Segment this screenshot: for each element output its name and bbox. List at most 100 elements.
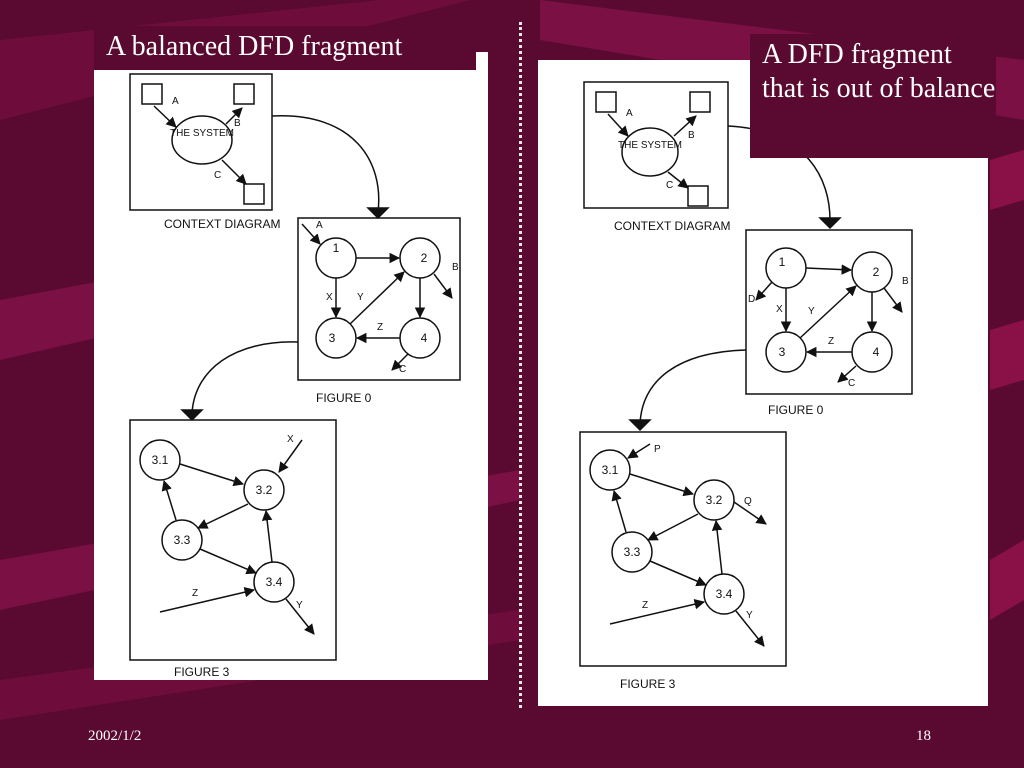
flow-arrow xyxy=(153,105,177,128)
flow-label: C xyxy=(666,180,673,191)
flow-label: Y xyxy=(808,306,815,317)
flow-arrow xyxy=(391,353,409,371)
process-number: 2 xyxy=(421,251,428,265)
process-number: 3.2 xyxy=(256,483,273,497)
flow-arrow xyxy=(278,439,303,473)
process-circle xyxy=(253,561,295,603)
expand-arrowhead xyxy=(180,409,204,422)
system-process-label: THE SYSTEM xyxy=(618,140,682,151)
left-dfd-diagram: THE SYSTEM A B C CONTEXT DIAGRAM 1 2 3 4… xyxy=(129,73,461,679)
flow-label: D xyxy=(748,294,755,305)
process-number: 3.4 xyxy=(716,587,733,601)
flow-label: Z xyxy=(377,322,383,333)
flow-arrow xyxy=(883,287,903,313)
flow-arrow xyxy=(647,513,699,541)
external-entity xyxy=(243,183,265,205)
flow-arrow xyxy=(673,115,697,137)
expand-connector xyxy=(271,115,380,213)
flow-arrow xyxy=(607,113,629,137)
flow-label: A xyxy=(626,108,633,119)
right-diagram-panel: THE SYSTEM A B C CONTEXT DIAGRAM 1 2 3 4… xyxy=(538,60,988,706)
context-frame xyxy=(583,81,729,209)
process-number: 1 xyxy=(779,255,786,269)
figure3-frame xyxy=(579,431,787,667)
flow-arrow xyxy=(609,599,706,625)
process-number: 3 xyxy=(779,345,786,359)
process-number: 3.1 xyxy=(152,453,169,467)
right-title: A DFD fragment that is out of balance xyxy=(762,39,996,104)
flow-label: Z xyxy=(642,600,648,611)
flow-arrow xyxy=(799,285,857,339)
flow-label: Z xyxy=(828,336,834,347)
process-number: 3.3 xyxy=(624,545,641,559)
process-circle xyxy=(589,449,631,491)
process-circle xyxy=(139,439,181,481)
flow-label: Y xyxy=(357,292,364,303)
flow-arrow xyxy=(179,463,245,487)
flow-label: X xyxy=(326,292,333,303)
flow-arrow xyxy=(159,587,256,613)
process-number: 3.1 xyxy=(602,463,619,477)
flow-label: A xyxy=(172,96,179,107)
panel-divider xyxy=(519,22,522,708)
flow-label: X xyxy=(287,434,294,445)
flow-arrow xyxy=(735,610,765,647)
process-number: 3.3 xyxy=(174,533,191,547)
flow-arrow xyxy=(197,503,249,529)
flow-arrow xyxy=(649,560,707,587)
flow-label: Y xyxy=(296,600,303,611)
external-entity xyxy=(687,185,709,207)
flow-arrow xyxy=(667,171,689,189)
process-number: 3.2 xyxy=(706,493,723,507)
footer-date: 2002/1/2 xyxy=(88,728,142,744)
external-entity xyxy=(141,83,163,105)
flow-label: Q xyxy=(744,496,752,507)
process-number: 1 xyxy=(333,241,340,255)
flow-arrow xyxy=(805,264,853,275)
external-entity xyxy=(233,83,255,105)
footer-page-number: 18 xyxy=(916,728,931,744)
flow-arrow xyxy=(161,479,177,521)
process-circle xyxy=(703,573,745,615)
left-diagram-panel: THE SYSTEM A B C CONTEXT DIAGRAM 1 2 3 4… xyxy=(94,52,488,680)
flow-arrow xyxy=(433,273,453,299)
flow-arrow xyxy=(611,489,627,533)
figure0-frame xyxy=(297,217,461,381)
system-process xyxy=(171,115,233,165)
system-process xyxy=(621,127,679,177)
flow-label: X xyxy=(776,304,783,315)
flow-arrow xyxy=(301,223,321,245)
context-caption: CONTEXT DIAGRAM xyxy=(614,219,730,233)
context-frame xyxy=(129,73,273,211)
flow-label: B xyxy=(902,276,909,287)
figure3-frame xyxy=(129,419,337,661)
expand-connector xyxy=(191,341,299,415)
process-number: 2 xyxy=(873,265,880,279)
process-number: 4 xyxy=(873,345,880,359)
flow-label: Y xyxy=(746,610,753,621)
flow-label: Z xyxy=(192,588,198,599)
expand-arrowhead xyxy=(818,217,842,230)
flow-arrow xyxy=(629,473,695,497)
right-dfd-diagram: THE SYSTEM A B C CONTEXT DIAGRAM 1 2 3 4… xyxy=(579,81,913,691)
figure3-caption: FIGURE 3 xyxy=(620,677,676,691)
flow-label: C xyxy=(848,378,855,389)
left-title: A balanced DFD fragment xyxy=(106,31,403,62)
expand-connector xyxy=(639,349,747,425)
flow-arrow xyxy=(285,598,315,635)
flow-arrow xyxy=(199,548,257,575)
process-number: 3 xyxy=(329,331,336,345)
figure0-caption: FIGURE 0 xyxy=(768,403,824,417)
flow-arrow xyxy=(225,107,243,125)
flow-arrow xyxy=(261,509,273,563)
flow-arrow xyxy=(711,519,723,575)
flow-arrow xyxy=(755,281,773,301)
flow-arrow xyxy=(733,501,767,525)
right-title-callout: A DFD fragment that is out of balance xyxy=(750,34,996,158)
process-circle xyxy=(161,519,203,561)
flow-label: B xyxy=(688,130,695,141)
flow-label: C xyxy=(214,170,221,181)
flow-label: C xyxy=(399,364,406,375)
figure0-caption: FIGURE 0 xyxy=(316,391,372,405)
expand-arrowhead xyxy=(628,419,652,432)
